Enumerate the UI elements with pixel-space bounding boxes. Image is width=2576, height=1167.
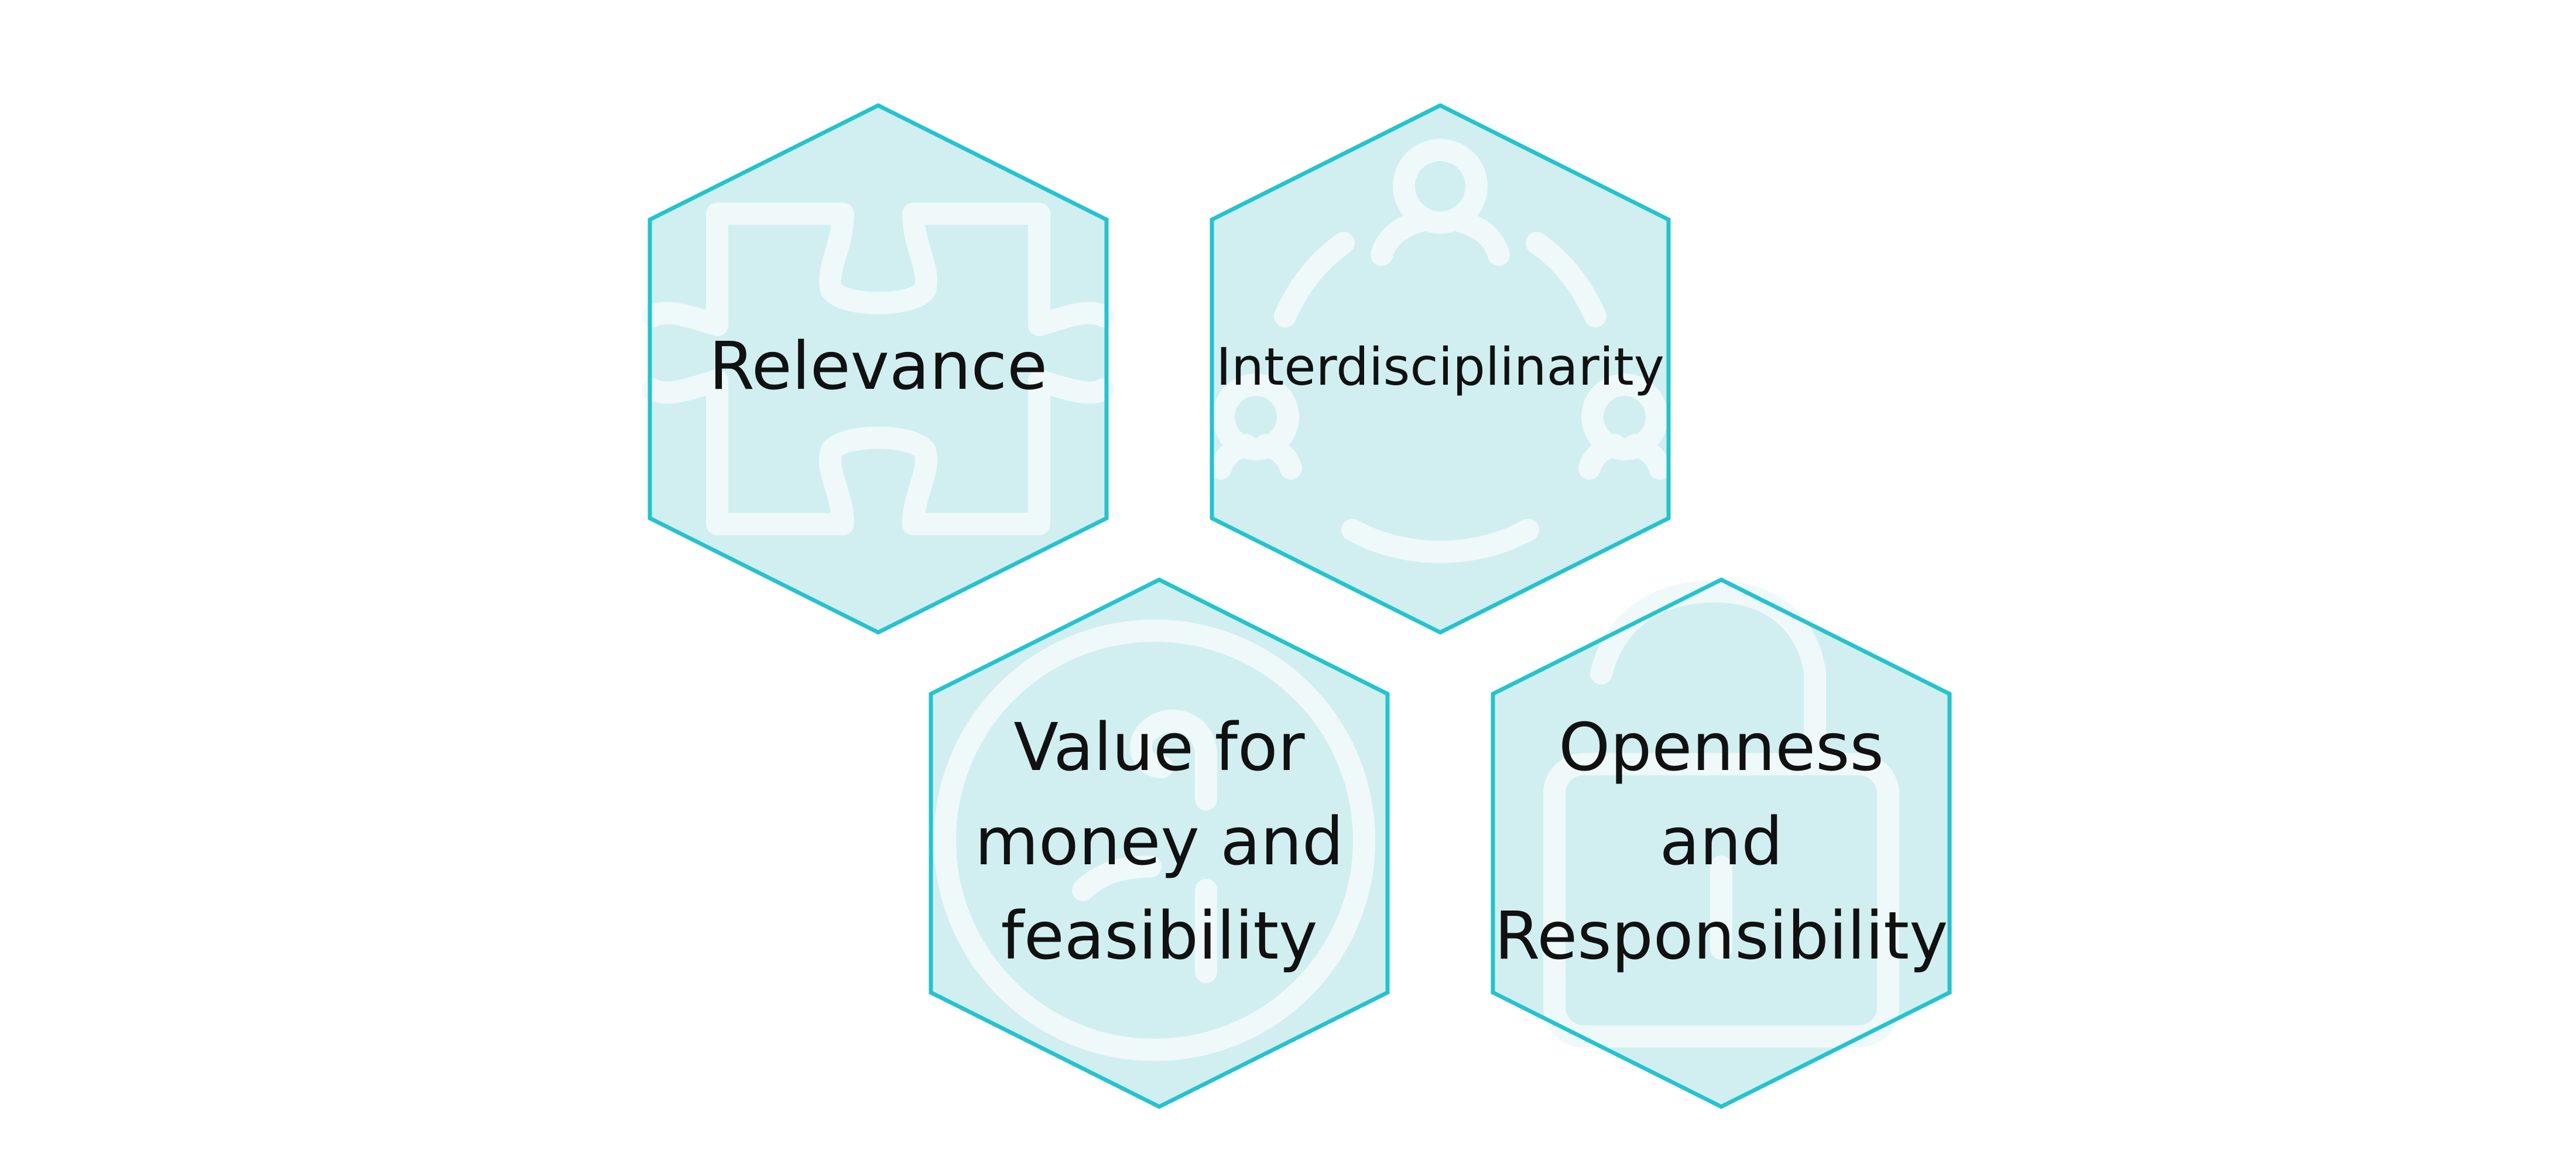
hexagon-label-relevance: Relevance — [709, 328, 1047, 405]
puzzle-icon — [642, 203, 1115, 535]
hexagon-label-value-line-1: Value for — [1013, 710, 1305, 786]
people-circle-icon — [1210, 139, 1671, 563]
hexagon-relevance: Relevance — [642, 103, 1115, 635]
hexagon-interdisciplinarity: Interdisciplinarity — [1210, 103, 1671, 635]
hexagon-label-openness-line-3: Responsibility — [1495, 898, 1948, 974]
hexagon-openness: Openness and Responsibility — [1491, 577, 1952, 1109]
hexagon-label-value-line-3: feasibility — [1001, 898, 1317, 974]
hexagon-label-value-line-2: money and — [975, 804, 1344, 880]
hexagon-value-for-money: Value for money and feasibility — [929, 577, 1390, 1109]
money-bag-icon — [934, 620, 1375, 1061]
hexagon-label-interdisciplinarity: Interdisciplinarity — [1216, 337, 1664, 397]
hexagon-label-openness-line-2: and — [1660, 804, 1783, 880]
hexagon-label-openness-line-1: Openness — [1558, 710, 1884, 786]
